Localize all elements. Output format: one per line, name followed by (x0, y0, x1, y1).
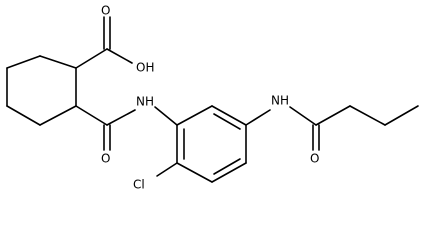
bond (156, 162, 178, 177)
butanamide-nh-label: NH (271, 94, 289, 108)
bond (106, 109, 136, 126)
bond (349, 105, 386, 126)
butanamide-group (245, 105, 419, 151)
butanamide-o-label: O (310, 152, 319, 166)
bond (6, 55, 41, 69)
bond (154, 106, 178, 126)
bond (75, 48, 108, 69)
bond (106, 48, 133, 64)
acid-o-label: O (101, 4, 110, 18)
bond (211, 162, 247, 183)
bond (39, 105, 77, 126)
bond (6, 105, 41, 126)
cyclohexane-ring (6, 55, 77, 126)
bond (176, 162, 213, 183)
amide-nh-label: NH (136, 95, 154, 109)
bond (245, 109, 271, 126)
structure-diagram: O OH NH O Cl NH O (6, 4, 419, 192)
bond (315, 105, 351, 126)
bond (176, 105, 213, 126)
carboxylic-acid-group (75, 16, 133, 69)
bond (384, 105, 419, 126)
bond (39, 55, 77, 69)
benzene-ring (176, 105, 247, 183)
aromatic-bond (213, 113, 241, 130)
bond (75, 105, 108, 126)
aromatic-bond (213, 158, 241, 175)
amide-o-label: O (101, 152, 110, 166)
molecule-drawing: O OH NH O Cl NH O (6, 4, 419, 192)
bond (211, 105, 247, 126)
amide-group (75, 105, 178, 151)
bond (289, 106, 317, 126)
chloro-label: Cl (133, 178, 145, 192)
acid-oh-label: OH (136, 61, 154, 75)
